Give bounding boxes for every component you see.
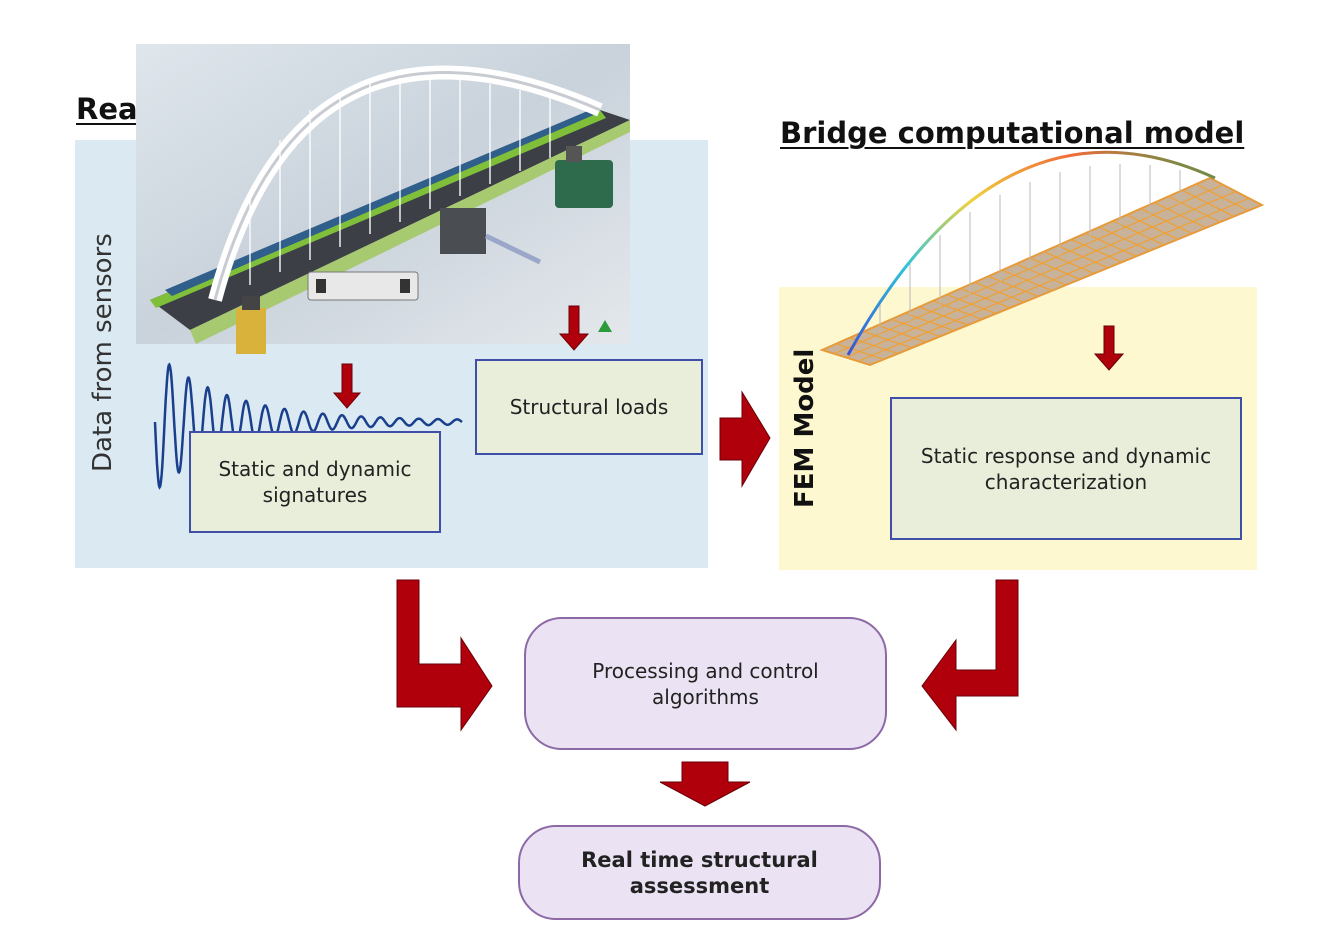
elbow-left-arrow-icon bbox=[921, 579, 1019, 732]
data-from-sensors-label: Data from sensors bbox=[88, 233, 118, 472]
realtime-assessment-box: Real time structural assessment bbox=[518, 825, 881, 920]
down-arrow-icon bbox=[659, 761, 751, 807]
real-bridge-heading: Real bridge bbox=[76, 92, 264, 126]
computational-model-heading: Bridge computational model bbox=[780, 116, 1245, 150]
processing-control-box: Processing and control algorithms bbox=[524, 617, 887, 750]
structural-loads-box: Structural loads bbox=[475, 359, 703, 455]
right-arrow-icon bbox=[719, 390, 771, 488]
fem-model-label: FEM Model bbox=[790, 348, 820, 508]
elbow-right-arrow-icon bbox=[396, 579, 493, 732]
static-dynamic-signatures-box: Static and dynamic signatures bbox=[189, 431, 441, 533]
static-response-box: Static response and dynamic characteriza… bbox=[890, 397, 1242, 540]
